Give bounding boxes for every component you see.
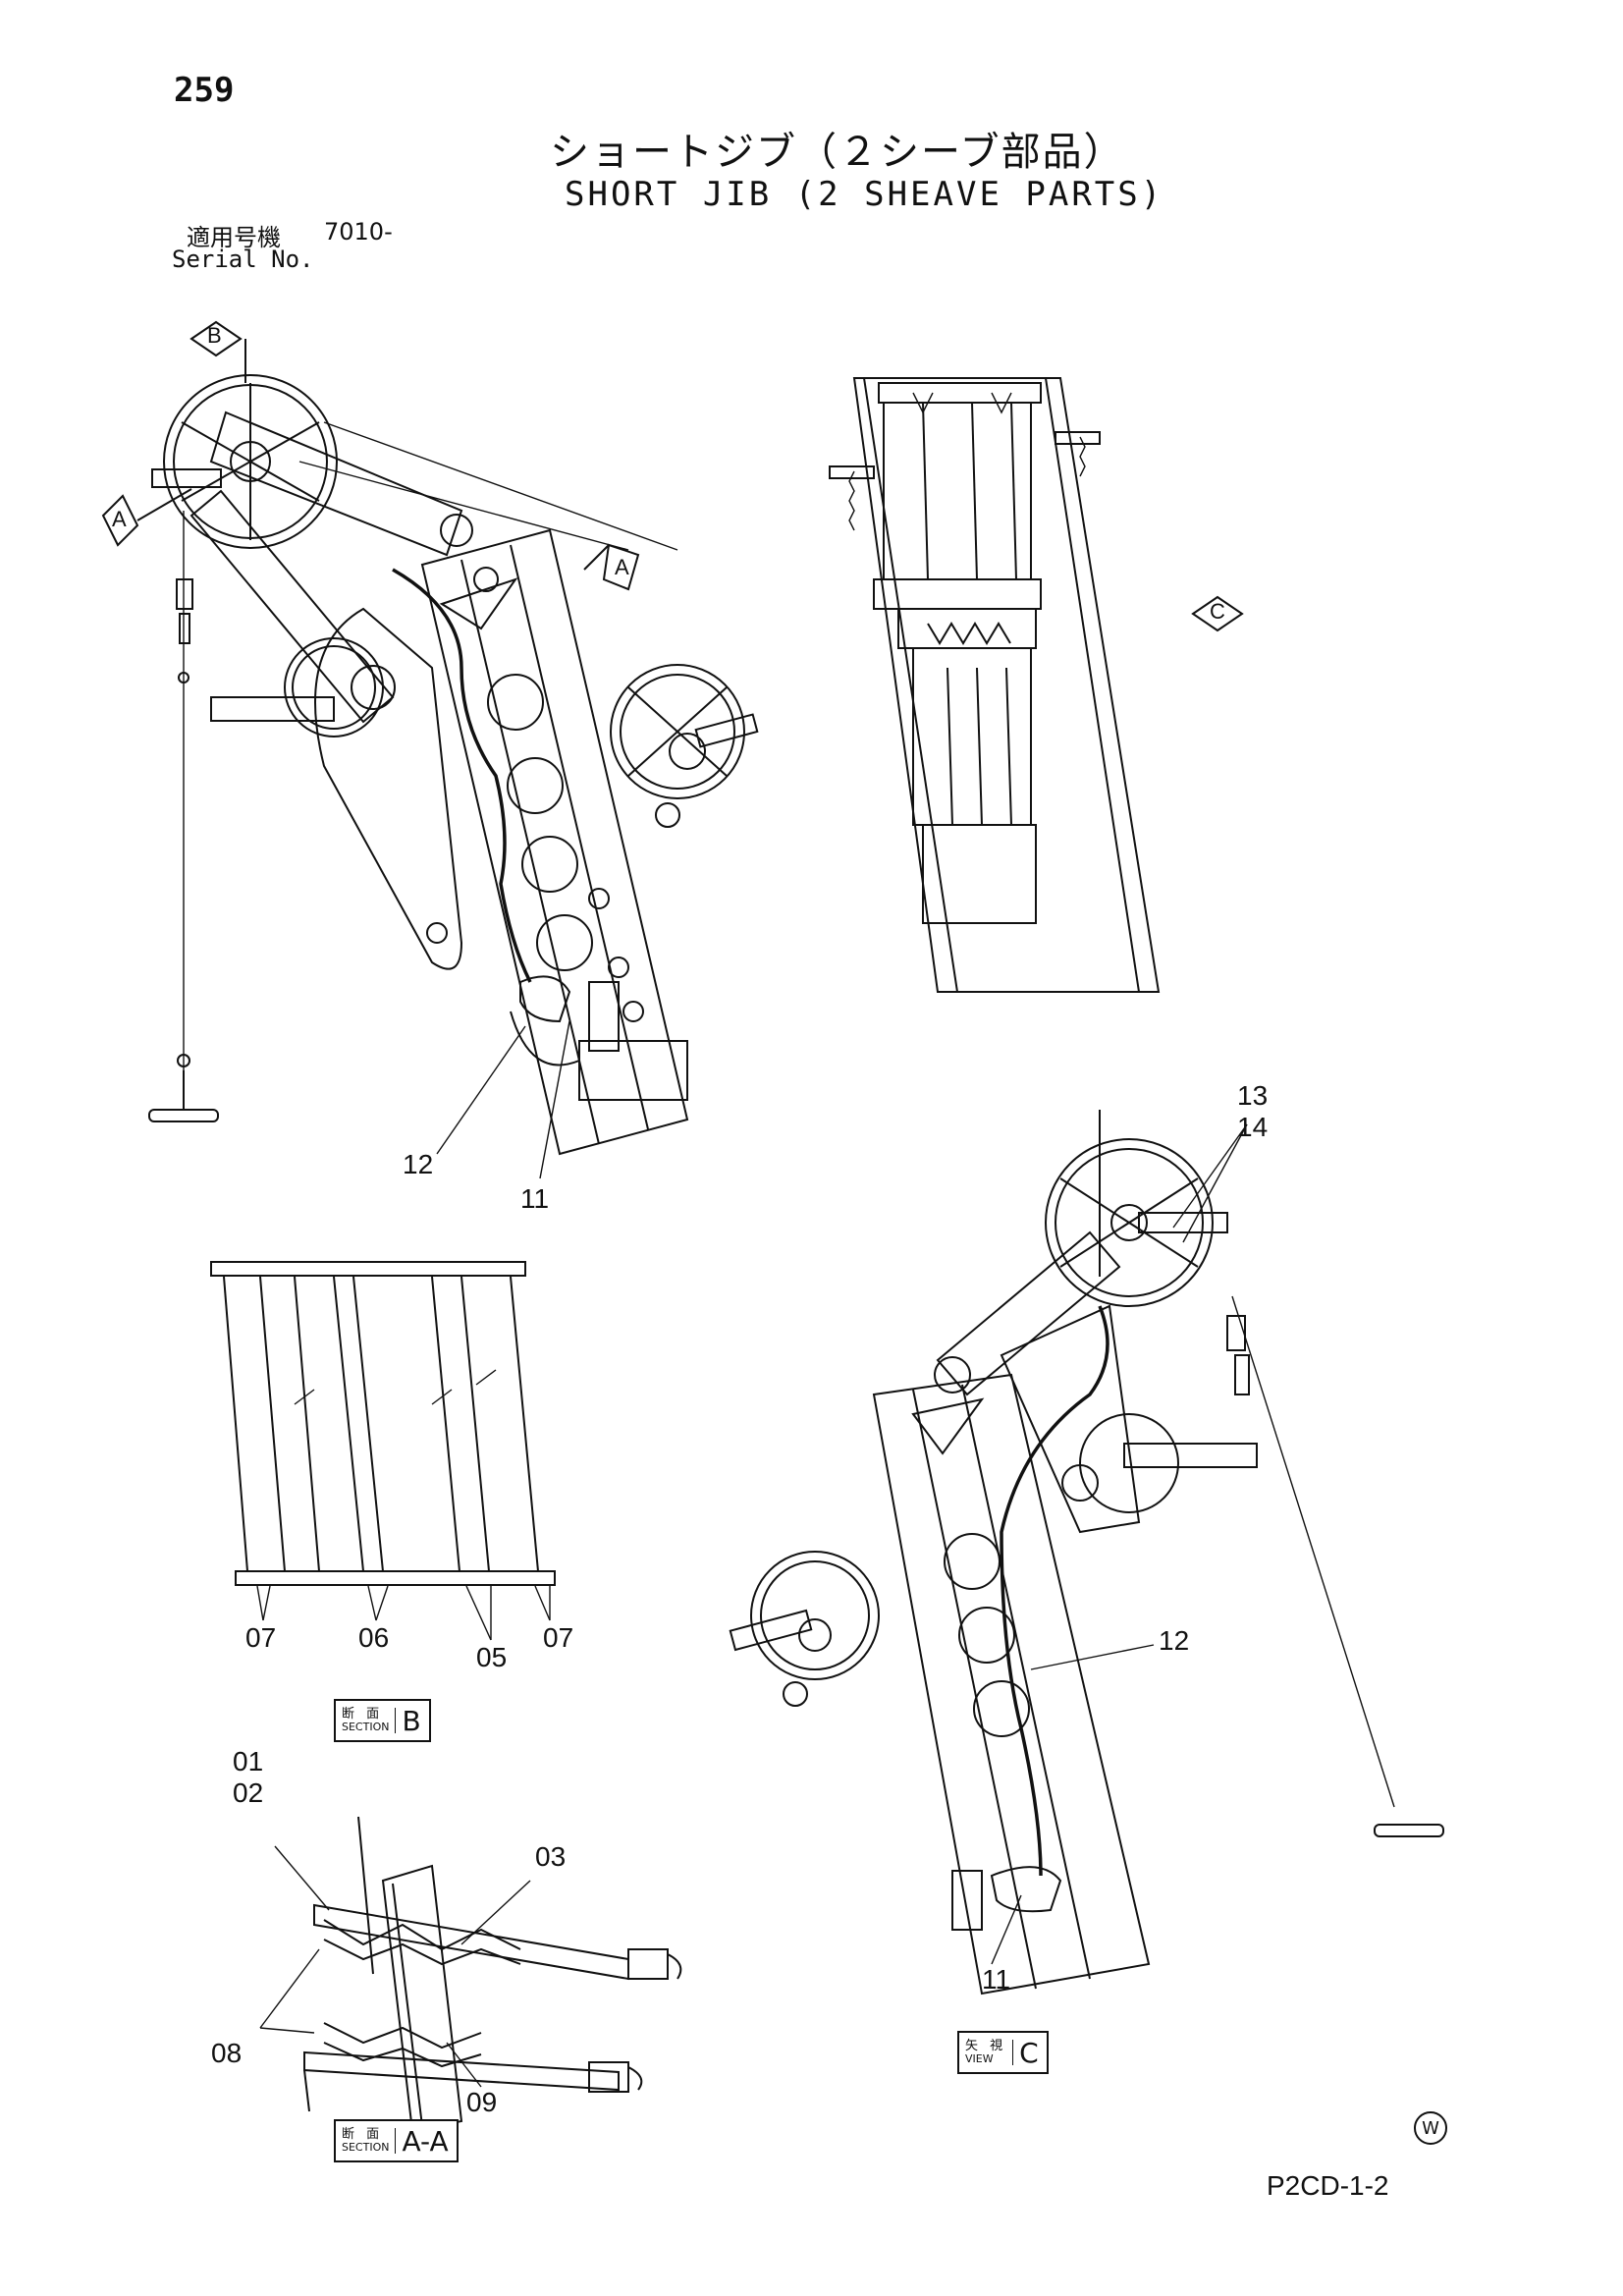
callout-11-main: 11 [520,1183,550,1214]
callout-12-main: 12 [403,1149,434,1179]
serial-value: 7010- [324,218,393,246]
page-number: 259 [174,71,235,110]
callout-03: 03 [535,1841,567,1872]
section-b-en: SECTION [342,1721,390,1733]
section-aa-sub: 断 面 SECTION [336,2127,397,2154]
serial-label-english: Serial No. [172,246,314,273]
callout-11-view: 11 [982,1964,1011,1995]
view-marker-a-right: A [615,555,629,579]
w-mark: W [1414,2111,1447,2145]
section-b-sub: 断 面 SECTION [336,1707,397,1733]
callout-06: 06 [358,1622,390,1653]
callout-09: 09 [466,2087,498,2117]
callout-13: 13 [1237,1080,1269,1111]
serial-label-japanese: 適用号機 [187,224,281,251]
callout-01: 01 [233,1746,264,1777]
callout-02: 02 [233,1777,264,1808]
view-marker-a-left: A [112,507,127,531]
view-c-drawing [729,1110,1444,1995]
section-b-drawing [210,1261,556,1641]
section-b-jp: 断 面 [342,1707,384,1722]
title-japanese: ショートジブ（２シーブ部品） [550,130,1125,175]
plan-view [829,377,1244,993]
view-marker-b: B [207,323,222,348]
callout-05: 05 [476,1642,508,1672]
section-aa-en: SECTION [342,2141,390,2154]
section-aa-drawing [259,1816,682,2133]
view-c-en: VIEW [965,2052,994,2065]
title-english: SHORT JIB (2 SHEAVE PARTS) [565,175,1164,214]
view-marker-c: C [1210,599,1225,624]
view-c-letter: C [1019,2036,1039,2069]
section-b-letter: B [402,1704,421,1737]
view-c-jp: 矢 視 [965,2039,1007,2053]
callout-07-right: 07 [543,1622,574,1653]
section-b-label: 断 面 SECTION B [334,1699,431,1742]
callout-07-left: 07 [245,1622,277,1653]
callout-14: 14 [1237,1112,1269,1142]
view-c-sub: 矢 視 VIEW [959,2039,1014,2065]
main-jib-view [101,320,759,1179]
view-c-label: 矢 視 VIEW C [957,2031,1049,2074]
document-code: P2CD-1-2 [1267,2170,1389,2201]
section-aa-label: 断 面 SECTION A-A [334,2119,459,2162]
callout-12-view: 12 [1159,1625,1190,1656]
callout-08: 08 [211,2038,243,2068]
section-aa-letter: A-A [402,2124,449,2158]
section-aa-jp: 断 面 [342,2127,384,2142]
